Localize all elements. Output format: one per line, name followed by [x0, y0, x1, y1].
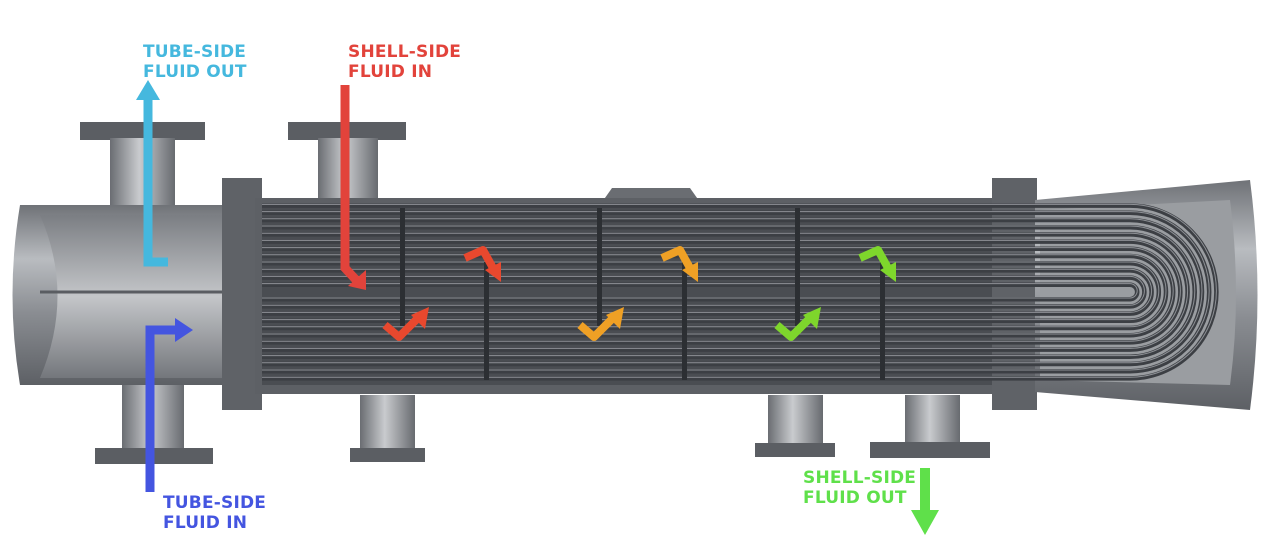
shell-side-outlet-nozzle — [870, 395, 990, 458]
flow-arrow — [577, 307, 624, 341]
label-line: TUBE-SIDE — [143, 42, 247, 62]
tube-highlight — [262, 218, 1203, 364]
tube-highlight — [262, 225, 1196, 357]
tube-highlight — [262, 239, 1181, 342]
label-tube-side-fluid-in: TUBE-SIDE FLUID IN — [163, 493, 266, 533]
tube-highlight — [262, 261, 1160, 321]
label-line: SHELL-SIDE — [348, 42, 462, 62]
tube-highlight — [262, 254, 1167, 328]
channel-head — [12, 178, 262, 410]
tube-side-in-arrow — [145, 318, 193, 492]
tube-highlight — [262, 232, 1189, 349]
label-shell-side-fluid-out: SHELL-SIDE FLUID OUT — [803, 468, 916, 508]
label-line: FLUID OUT — [803, 488, 907, 508]
label-line: SHELL-SIDE — [803, 468, 917, 488]
tube-highlight — [262, 247, 1174, 335]
tube-highlight — [262, 211, 1210, 371]
label-tube-side-fluid-out: TUBE-SIDE FLUID OUT — [143, 42, 247, 82]
flow-arrow — [858, 246, 896, 282]
label-line: FLUID IN — [163, 513, 248, 533]
flow-arrow — [774, 307, 821, 341]
label-line: FLUID IN — [348, 62, 433, 82]
label-line: FLUID OUT — [143, 62, 247, 82]
tube-side-outlet-nozzle — [80, 122, 205, 208]
flow-arrow — [382, 307, 429, 341]
tube-highlight — [262, 275, 1145, 306]
baffles — [400, 208, 885, 380]
tube-bundle — [262, 203, 1219, 381]
shell-side-in-arrow — [340, 85, 366, 290]
shell-side-out-arrow — [911, 468, 939, 535]
tube-highlight — [262, 203, 1217, 378]
flow-arrow — [463, 246, 501, 282]
support-saddles — [350, 395, 835, 462]
tube-highlight — [262, 268, 1153, 313]
flow-arrow — [660, 246, 698, 282]
label-shell-side-fluid-in: SHELL-SIDE FLUID IN — [348, 42, 461, 82]
tube-side-out-arrow — [136, 80, 168, 267]
shell-flow-arrows — [382, 246, 896, 341]
tube-highlight — [262, 283, 1138, 299]
label-line: TUBE-SIDE — [163, 493, 267, 513]
